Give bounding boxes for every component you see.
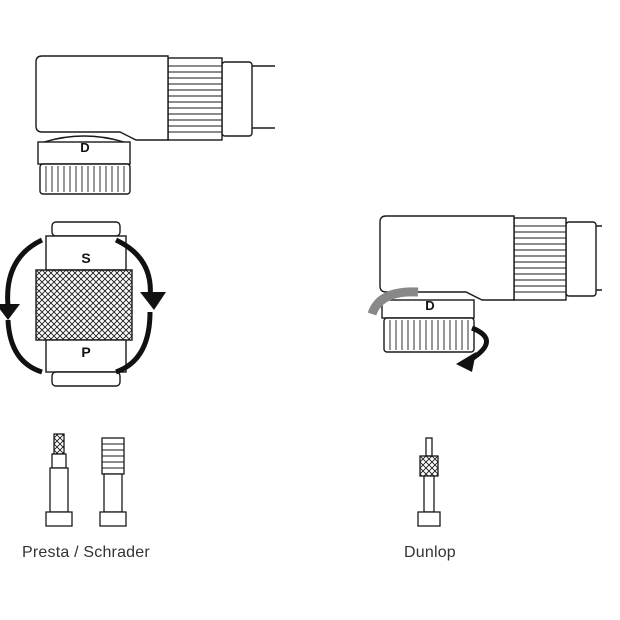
rotate-dial-arrow <box>367 287 489 372</box>
right-nut-knurl <box>514 225 566 293</box>
top-pump-head <box>35 55 275 195</box>
dunlop-caption: Dunlop <box>404 544 456 561</box>
top-nut-knurl <box>168 65 222 133</box>
presta-schrader-caption: Presta / Schrader <box>22 544 150 561</box>
dunlop-valve-icon <box>417 437 441 527</box>
ring-top-letter: S <box>81 250 90 266</box>
rotate-ring-arrows <box>0 237 166 375</box>
top-head-letter: D <box>80 140 89 155</box>
adapter-ring <box>35 221 133 387</box>
right-head-letter: D <box>425 298 434 313</box>
presta-valve-icon <box>45 433 73 527</box>
top-dial-knurl <box>45 166 125 192</box>
right-dial-knurl <box>389 320 469 350</box>
ring-bottom-letter: P <box>81 344 90 360</box>
right-pump-head <box>379 215 602 353</box>
schrader-valve-icon <box>99 437 127 527</box>
